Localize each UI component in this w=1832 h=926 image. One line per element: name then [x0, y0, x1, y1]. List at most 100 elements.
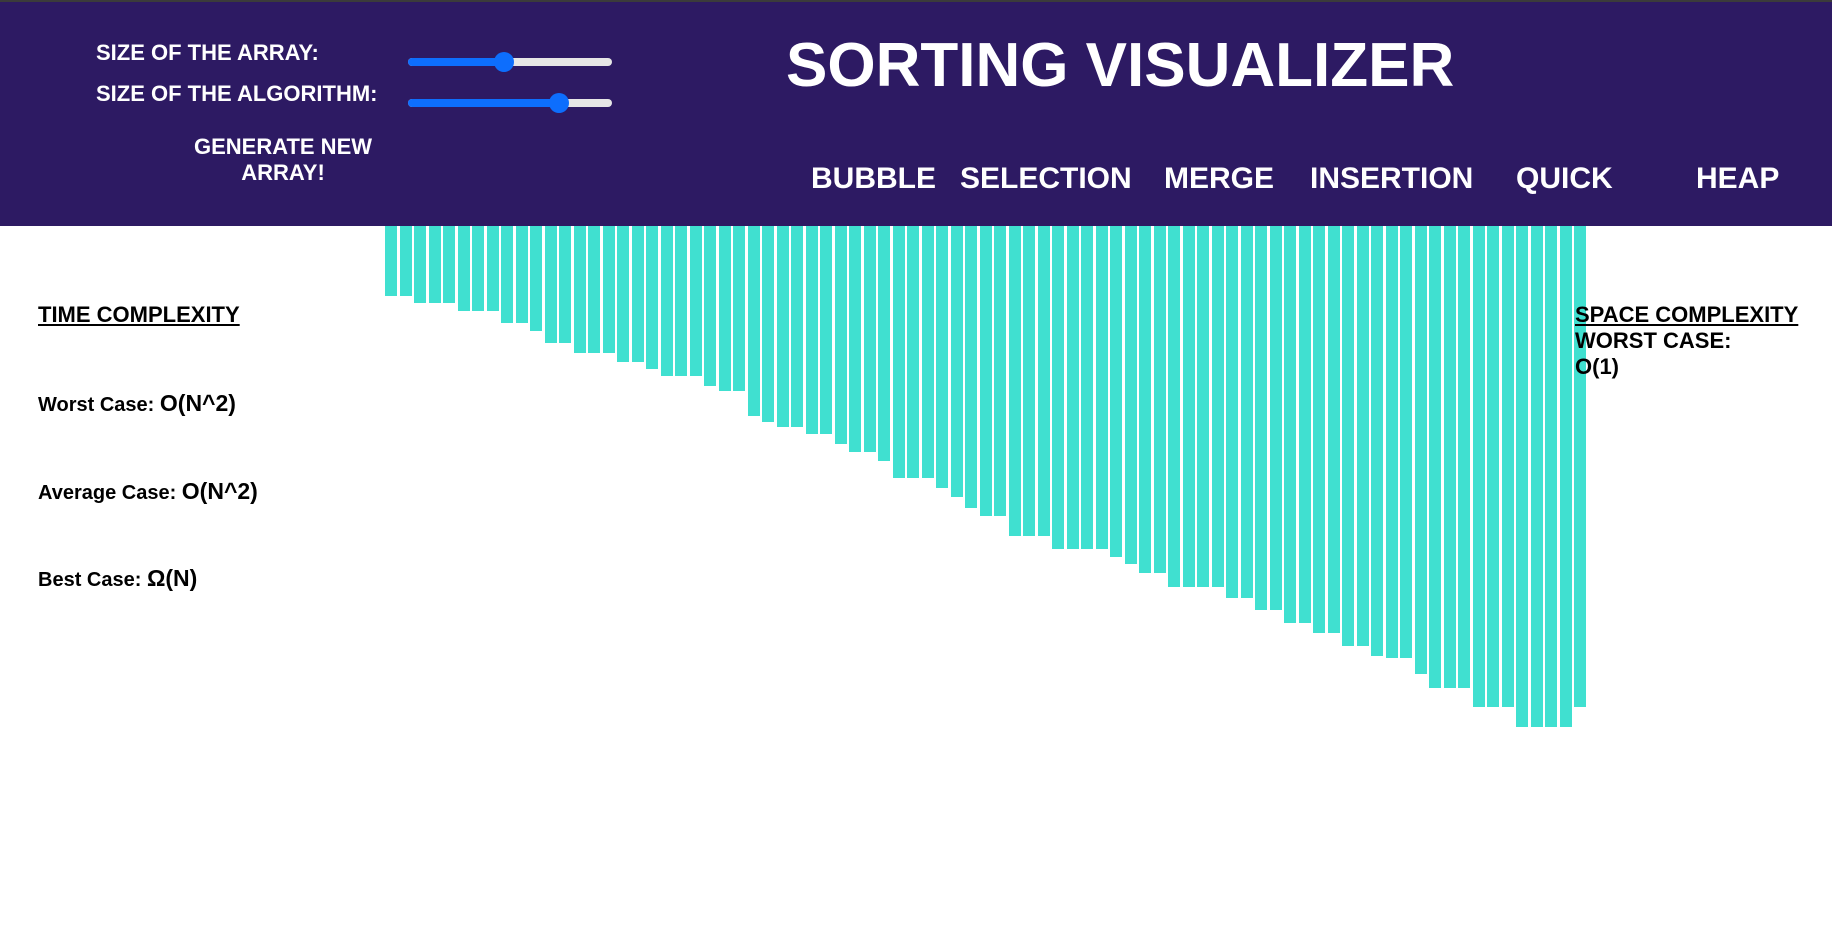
array-bar: [1182, 226, 1195, 587]
average-case-label: Average Case:: [38, 482, 182, 504]
window-top-border: [0, 0, 1832, 2]
array-bar: [718, 226, 731, 391]
array-bar: [1023, 226, 1035, 536]
algo-button-merge[interactable]: MERGE: [1164, 162, 1275, 195]
array-bars-container: [385, 226, 1586, 727]
algo-button-insertion[interactable]: INSERTION: [1310, 162, 1474, 195]
array-bar: [617, 226, 629, 362]
array-bar: [1458, 226, 1470, 688]
array-size-label: SIZE OF THE ARRAY:: [96, 40, 319, 65]
array-bar: [863, 226, 876, 452]
array-bar: [472, 226, 484, 311]
array-bar: [515, 226, 528, 323]
app-header: SIZE OF THE ARRAY: SIZE OF THE ALGORITHM…: [0, 2, 1832, 226]
array-bar: [1313, 226, 1325, 633]
array-bar: [1356, 226, 1369, 646]
algo-button-heap[interactable]: HEAP: [1696, 162, 1780, 195]
array-size-slider-fill: [408, 58, 504, 66]
array-bar: [530, 226, 542, 331]
array-bar: [1400, 226, 1412, 658]
array-bar: [979, 226, 992, 516]
array-bar: [443, 226, 455, 303]
array-bar: [1095, 226, 1108, 549]
array-bar: [776, 226, 789, 427]
array-bar: [1240, 226, 1253, 598]
array-bar: [1110, 226, 1122, 557]
array-bar: [892, 226, 905, 478]
array-bar: [602, 226, 615, 353]
array-bar: [1501, 226, 1514, 707]
worst-case-label: Worst Case:: [38, 394, 160, 416]
space-worst-case-label: WORST CASE:: [1575, 328, 1732, 353]
array-bar: [385, 226, 397, 296]
average-case-time: Average Case: O(N^2): [38, 478, 258, 505]
array-bar: [1197, 226, 1209, 587]
array-bar: [1574, 226, 1586, 707]
array-bar: [704, 226, 716, 386]
worst-case-value: O(N^2): [159, 390, 236, 416]
array-bar: [675, 226, 687, 376]
best-case-time: Best Case: Ω(N): [38, 565, 197, 592]
array-bar: [1124, 226, 1137, 564]
algo-button-quick[interactable]: QUICK: [1516, 162, 1613, 195]
array-bar: [1516, 226, 1528, 727]
algo-button-bubble[interactable]: BUBBLE: [811, 162, 936, 195]
algorithm-size-label: SIZE OF THE ALGORITHM:: [96, 81, 378, 106]
array-bar: [1443, 226, 1456, 688]
best-case-label: Best Case:: [38, 569, 147, 591]
array-bar: [1052, 226, 1064, 549]
array-bar: [820, 226, 832, 434]
array-bar: [1530, 226, 1543, 727]
space-worst-case-value: O(1): [1575, 354, 1619, 379]
array-bar: [1037, 226, 1050, 536]
array-bar: [733, 226, 745, 391]
algorithm-speed-slider[interactable]: [408, 93, 612, 113]
array-bar: [428, 226, 441, 303]
array-bar: [660, 226, 673, 376]
array-bar: [501, 226, 513, 323]
page-title: SORTING VISUALIZER: [786, 31, 1455, 100]
array-bar: [1139, 226, 1151, 573]
array-bar: [588, 226, 600, 353]
array-bar: [921, 226, 934, 478]
array-bar: [1153, 226, 1166, 573]
array-bar: [1008, 226, 1021, 536]
array-bar: [849, 226, 861, 452]
worst-case-time: Worst Case: O(N^2): [38, 390, 236, 417]
space-complexity-panel: SPACE COMPLEXITY WORST CASE: O(1): [1575, 302, 1798, 380]
array-bar: [573, 226, 586, 353]
array-bar: [878, 226, 890, 461]
array-bar: [907, 226, 919, 478]
average-case-value: O(N^2): [181, 478, 258, 504]
array-bar: [646, 226, 658, 369]
array-bar: [1066, 226, 1079, 549]
array-size-slider-thumb[interactable]: [493, 52, 514, 72]
array-bar: [1472, 226, 1485, 707]
array-bar: [1545, 226, 1557, 727]
array-bar: [486, 226, 499, 311]
array-bar: [1487, 226, 1499, 707]
array-bar: [1559, 226, 1572, 727]
array-bar: [457, 226, 470, 311]
space-complexity-heading: SPACE COMPLEXITY: [1575, 302, 1799, 327]
array-bar: [631, 226, 644, 362]
array-bar: [791, 226, 803, 427]
array-bar: [747, 226, 760, 416]
array-size-slider[interactable]: [408, 52, 612, 72]
algo-button-selection[interactable]: SELECTION: [960, 162, 1132, 195]
array-bar: [544, 226, 557, 343]
array-bar: [559, 226, 571, 343]
array-bar: [1284, 226, 1296, 623]
array-bar: [950, 226, 963, 497]
array-bar: [399, 226, 412, 296]
generate-new-array-button[interactable]: GENERATE NEW ARRAY!: [193, 134, 373, 185]
array-bar: [1081, 226, 1093, 549]
best-case-value: Ω(N): [146, 565, 198, 591]
array-bar: [965, 226, 977, 508]
time-complexity-heading: TIME COMPLEXITY: [38, 302, 240, 327]
algorithm-speed-slider-fill: [408, 99, 559, 107]
array-bar: [1269, 226, 1282, 610]
algorithm-speed-slider-thumb[interactable]: [548, 93, 569, 113]
array-bar: [834, 226, 847, 444]
array-bar: [1226, 226, 1238, 598]
